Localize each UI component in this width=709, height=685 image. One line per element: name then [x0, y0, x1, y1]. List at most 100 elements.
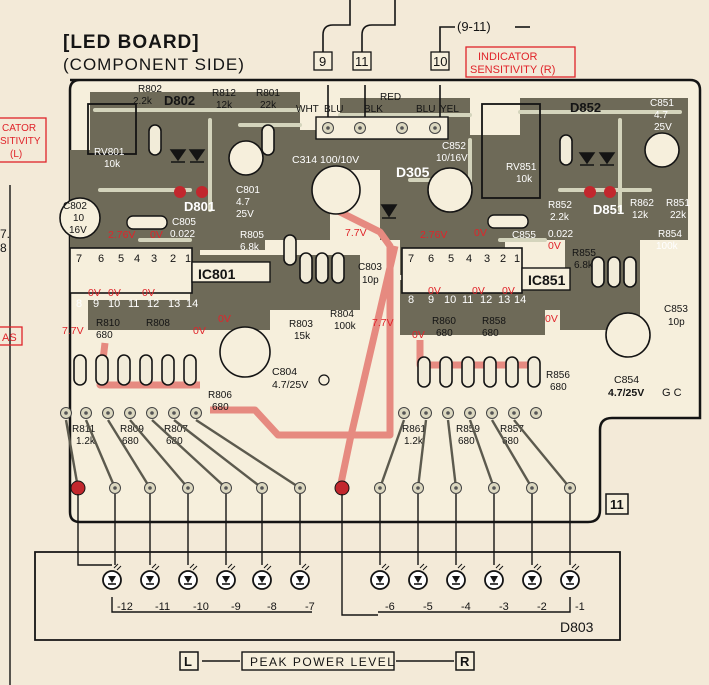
c855-value: 0.022	[548, 229, 573, 240]
r856-value: 680	[550, 382, 567, 393]
voltage-0v-left-c: 0V	[142, 287, 155, 299]
r801-value: 22k	[260, 100, 277, 111]
voltage-annotations: 2.76V 0V 0V 0V 0V 7.7V 0V 0V 7.7V 2.76V …	[62, 227, 561, 341]
d852-diodes	[578, 152, 616, 166]
c314-capacitor	[311, 165, 361, 215]
r859-label: R859	[456, 424, 480, 435]
left-channel: R802 2.2k D802 R812 12k R801 22k RV801 1…	[59, 84, 382, 496]
led-bar: -12 -11 -10 -9 -8 -7 -6 -5 -4 -3 -2 -1 D…	[34, 494, 621, 641]
c314-label: C314 100/10V	[292, 154, 359, 166]
legend-center: PEAK POWER LEVEL	[250, 655, 395, 669]
ic851-pin-6: 6	[428, 253, 434, 265]
wire-label-red: RED	[380, 92, 401, 103]
led-2	[522, 563, 542, 590]
r811-label: R811	[72, 424, 96, 435]
d852-label: D852	[570, 100, 601, 115]
voltage-0v-left-d: 0V	[193, 325, 206, 337]
r857-label: R857	[500, 424, 524, 435]
ic851-label: IC851	[528, 272, 566, 288]
voltage-77v-centre: 7.7V	[345, 227, 367, 239]
ic851-pin-13: 13	[498, 294, 510, 306]
d305-diode	[380, 204, 398, 219]
c851-label: C851	[650, 98, 674, 109]
connector-pin-10: 10	[430, 51, 450, 71]
r810-label: R810	[96, 318, 120, 329]
ic801-pin-7: 7	[76, 253, 82, 265]
c803-value: 10p	[362, 275, 379, 286]
ic851-pin-8: 8	[408, 294, 414, 306]
c804-hole	[318, 374, 330, 386]
led-label-9: -9	[231, 601, 241, 613]
ic851-pin-2: 2	[500, 253, 506, 265]
c853-value: 10p	[668, 317, 685, 328]
c801-label: C801	[236, 185, 260, 196]
c854-capacitor	[605, 312, 651, 358]
c802-capacitor	[59, 197, 101, 239]
r856-label: R856	[546, 370, 570, 381]
connector-pin-11: 11	[352, 51, 372, 71]
r805-label: R805	[240, 230, 264, 241]
ic801-pin-1: 1	[185, 253, 191, 265]
voltage-0v-right-b: 0V	[472, 285, 485, 297]
led-label-11: -11	[155, 601, 170, 613]
c852-capacitor	[427, 167, 473, 213]
ic801-pin-11: 11	[128, 298, 139, 310]
voltage-0v-right-c: 0V	[502, 285, 515, 297]
d801-pad-2	[196, 186, 208, 198]
d802-label: D802	[164, 93, 195, 108]
r810-value: 680	[96, 330, 113, 341]
r851-label: R851	[666, 198, 690, 209]
led-3	[484, 563, 504, 590]
c804-capacitor	[219, 326, 271, 378]
board-marker: 11	[605, 493, 629, 515]
ic801-pin-6: 6	[98, 253, 104, 265]
c804-label: C804	[272, 366, 297, 378]
c851-capacitor	[644, 132, 680, 168]
c854-value: 4.7/25V	[608, 387, 644, 399]
ic851-pin-12: 12	[480, 294, 492, 306]
led-label-7: -7	[305, 601, 315, 613]
rv851-label: RV851	[506, 162, 537, 173]
c855-capacitor	[487, 214, 529, 229]
ic801-pin-8: 8	[76, 298, 82, 310]
left-margin-tag: AS	[2, 332, 17, 344]
r854-value: 100k	[656, 241, 679, 252]
c805-capacitor	[126, 215, 168, 230]
ic851-pin-5: 5	[448, 253, 454, 265]
ic801-pin-3: 3	[151, 253, 157, 265]
led-label-3: -3	[499, 601, 509, 613]
c803-label: C803	[358, 262, 382, 273]
led-7	[290, 563, 310, 590]
r862-value: 12k	[632, 210, 649, 221]
indicator-sensitivity-right-line2: SENSITIVITY (R)	[470, 64, 555, 76]
r862-label: R862	[630, 198, 654, 209]
led-12	[102, 563, 122, 590]
r854-label: R854	[658, 229, 682, 240]
ic801-pins-top: 7 6 5 4 3 2 1	[76, 253, 191, 265]
ic851-pin-14: 14	[514, 294, 526, 306]
voltage-0v-right-d: 0V	[412, 329, 425, 341]
ic851-pin-4: 4	[466, 253, 472, 265]
r852-value: 2.2k	[550, 212, 570, 223]
r860-value: 680	[436, 328, 453, 339]
r803-value: 15k	[294, 331, 311, 342]
wire-label-blu2: BLU	[416, 104, 435, 115]
mirror-mark: G C	[662, 387, 682, 399]
led-labels: -12 -11 -10 -9 -8 -7 -6 -5 -4 -3 -2 -1	[117, 601, 585, 613]
r802-value: 2.2k	[133, 96, 153, 107]
led-5	[408, 563, 428, 590]
led-label-2: -2	[537, 601, 547, 613]
ic801-pin-2: 2	[170, 253, 176, 265]
r801-label: R801	[256, 88, 280, 99]
ic801-pins-bottom: 8 9 10 11 12 13 14	[76, 298, 198, 310]
c853-label: C853	[664, 304, 688, 315]
r808-label: R808	[146, 318, 170, 329]
r858-label: R858	[482, 316, 506, 327]
indicator-sensitivity-right-box: INDICATOR SENSITIVITY (R)	[465, 46, 576, 78]
connector-pin-10-label: 10	[433, 54, 447, 69]
wire-connector	[315, 116, 449, 140]
led-10	[178, 563, 198, 590]
c854-label: C854	[614, 374, 639, 386]
right-output-traces	[378, 419, 571, 489]
legend-left: L	[184, 654, 192, 669]
